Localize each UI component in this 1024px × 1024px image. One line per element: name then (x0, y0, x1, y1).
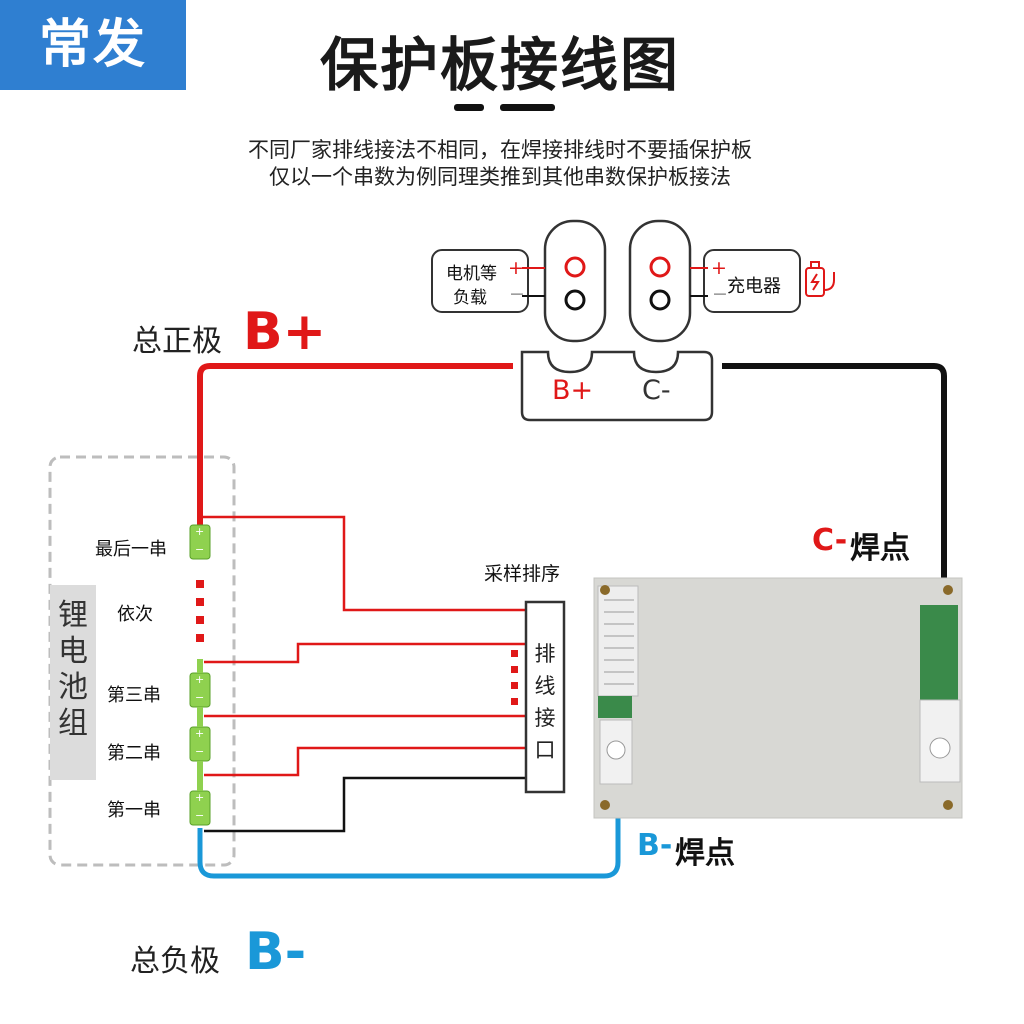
sampling-wire-2 (204, 746, 526, 777)
board-screw (600, 800, 610, 810)
sampling-order-label: 采样排序 (484, 563, 561, 585)
board-screw (943, 800, 953, 810)
terminal-c-minus: C- (642, 375, 671, 406)
sampling-connector (524, 600, 566, 794)
page-title: 保护板接线图 (319, 31, 680, 99)
protection-board (593, 577, 963, 819)
charger-plug-icon (805, 261, 835, 297)
sampling-wire-last (200, 515, 526, 612)
load-terminal-negative-hole (564, 289, 586, 311)
total-negative-symbol: B- (245, 922, 307, 982)
b-minus-solder-text: 焊点 (675, 836, 735, 871)
charger-terminal-negative-hole (649, 289, 671, 311)
brand-logo: 常发 (0, 0, 186, 90)
connector-dots (511, 650, 518, 705)
load-plus-sign: + (508, 257, 524, 279)
b-minus-wire (197, 745, 621, 879)
load-box (431, 249, 529, 313)
c-minus-solder-prefix: C- (812, 523, 848, 558)
board-screw (600, 585, 610, 595)
cell-second-plus: + (195, 727, 205, 740)
load-minus-sign: − (509, 283, 525, 305)
load-label-line2: 负载 (453, 288, 487, 308)
battery-cells (189, 524, 211, 826)
b-minus-solder-prefix: B- (637, 828, 673, 863)
cell-label-sequence: 依次 (117, 604, 153, 625)
battery-pack-label: 锂电池组 (58, 598, 88, 741)
charger-terminal (628, 219, 692, 343)
charger-minus-sign: − (712, 283, 728, 305)
note-line-2: 仅以一个串数为例同理类推到其他串数保护板接法 (269, 165, 731, 189)
total-positive-label: 总正极 (132, 324, 222, 359)
battery-pack-label-bg (50, 585, 96, 780)
title-underline-long (500, 104, 555, 111)
cell-last-minus: − (195, 543, 205, 556)
cell-first-plus: + (195, 791, 205, 804)
cell-label-third: 第三串 (107, 685, 161, 706)
cell-label-first: 第一串 (107, 800, 161, 821)
sampling-wire-4 (204, 642, 526, 664)
board-green-pad-left (598, 696, 632, 718)
cell-label-second: 第二串 (107, 743, 161, 764)
charger-plus-sign: + (711, 257, 727, 279)
board-header (597, 585, 639, 697)
cell-first-minus: − (195, 809, 205, 822)
total-positive-symbol: B+ (243, 302, 327, 362)
cell-third-minus: − (195, 691, 205, 704)
charger-label: 充电器 (727, 276, 781, 297)
cell-last (189, 524, 211, 560)
charger-box (703, 249, 801, 313)
protection-terminal-block (520, 350, 714, 422)
board-screw (943, 585, 953, 595)
load-terminal (543, 219, 607, 343)
terminal-b-plus: B+ (552, 375, 594, 406)
connector-label: 排线接口 (534, 642, 556, 762)
total-negative-label: 总负极 (130, 944, 220, 979)
load-label-line1: 电机等 (446, 264, 497, 284)
cell-label-last: 最后一串 (95, 539, 167, 560)
cell-third-plus: + (195, 673, 205, 686)
board-green-module (920, 605, 958, 700)
note-line-1: 不同厂家排线接法不相同，在焊接排线时不要插保护板 (248, 138, 752, 162)
c-minus-solder-text: 焊点 (850, 531, 910, 566)
charger-terminal-positive-hole (649, 256, 671, 278)
cell-last-plus: + (195, 525, 205, 538)
cell-second-minus: − (195, 745, 205, 758)
c-minus-wire (722, 363, 947, 705)
sampling-wire-1 (204, 776, 526, 833)
sequence-dots (196, 580, 204, 642)
title-underline-short (454, 104, 484, 111)
load-terminal-positive-hole (564, 256, 586, 278)
b-plus-wire (197, 363, 513, 525)
